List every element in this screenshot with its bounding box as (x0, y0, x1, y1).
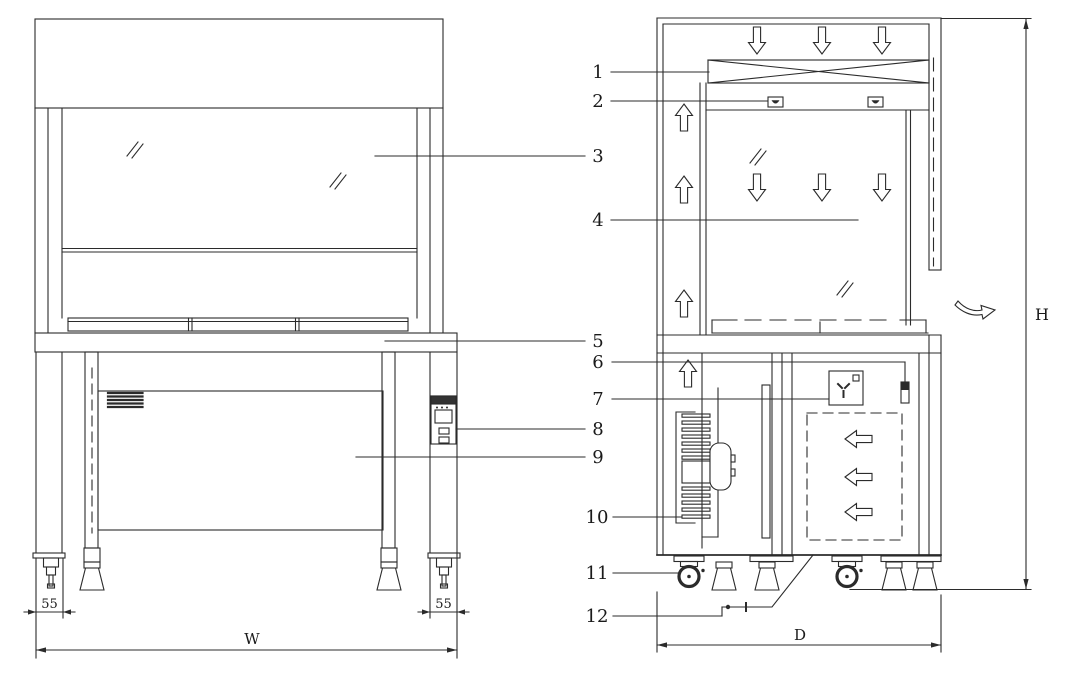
exhaust-filter-strip (761, 384, 771, 539)
lower-compartment (675, 352, 910, 556)
callout-1: 1 (592, 62, 710, 83)
callout-label-4: 4 (592, 210, 603, 231)
cabinet-columns (34, 107, 444, 334)
callout-label-7: 7 (592, 389, 603, 410)
dimension-d: D (656, 591, 942, 653)
cabinet-header (34, 18, 444, 109)
support-frame (32, 351, 461, 591)
airflow-down-arrow-icon (872, 26, 892, 55)
blower-bracket (675, 411, 696, 524)
callout-12: 12 (586, 606, 723, 627)
callout-2: 2 (592, 91, 768, 112)
airflow-arrows-up-channel (674, 103, 698, 388)
lamp-icon (767, 96, 784, 108)
callout-4: 4 (592, 210, 859, 231)
callout-label-10: 10 (586, 507, 609, 528)
airflow-up-arrow-icon (674, 103, 694, 132)
panel-display (434, 409, 453, 424)
callout-5: 5 (384, 331, 604, 352)
dimension-label-d: D (794, 626, 806, 644)
lamp-band (705, 96, 930, 111)
airflow-arrows-down-chamber (747, 173, 892, 202)
callout-label-12: 12 (586, 606, 609, 627)
airflow-arrows-left (844, 429, 873, 522)
callout-label-2: 2 (592, 91, 603, 112)
panel-button (438, 436, 450, 444)
airflow-up-arrow-icon (678, 359, 698, 388)
glass-symbol (836, 280, 854, 298)
table-beam (34, 332, 458, 353)
cone-foot-icon (881, 561, 907, 591)
callout-label-1: 1 (592, 62, 603, 83)
leveling-caster-icon (435, 557, 453, 589)
callout-9: 9 (355, 447, 604, 468)
cone-foot-icon (711, 561, 737, 591)
front-view: 55 55 W (23, 18, 470, 659)
callout-7: 7 (592, 389, 830, 410)
starter-component (900, 381, 910, 404)
work-deck (656, 334, 942, 354)
caster-wheel-icon (672, 554, 707, 589)
control-panel (430, 395, 457, 445)
callout-label-8: 8 (592, 419, 603, 440)
glass-symbol (749, 148, 767, 166)
cone-foot-icon (754, 561, 780, 591)
cone-foot-icon (376, 561, 402, 591)
dimension-label-55-left: 55 (41, 597, 58, 612)
airflow-left-arrow-icon (844, 502, 873, 522)
glass-symbol (126, 141, 144, 159)
dimension-h: H (849, 17, 1049, 591)
dimension-55-right: 55 (417, 557, 470, 619)
glass-sash (61, 141, 418, 253)
callout-11: 11 (586, 563, 679, 584)
panel-button (438, 427, 450, 435)
airflow-curve-arrow-icon (954, 300, 997, 320)
caster-wheel-icon (830, 554, 865, 589)
airflow-down-arrow-icon (747, 26, 767, 55)
casters-and-feet (672, 554, 942, 591)
hepa-filter (707, 59, 930, 84)
vent-grille-icon (106, 391, 146, 409)
dimension-label-h: H (1035, 305, 1049, 324)
dimension-label-55-right: 55 (435, 597, 452, 612)
callout-10: 10 (586, 507, 682, 528)
callout-label-11: 11 (586, 563, 609, 584)
callout-8: 8 (455, 419, 604, 440)
side-view: D H (656, 17, 1049, 653)
glass-symbol (329, 172, 347, 190)
power-socket-icon (828, 370, 864, 406)
dimension-w: W (35, 552, 458, 659)
airflow-down-arrow-icon (747, 173, 767, 202)
airflow-arrows-down-top (747, 26, 892, 55)
power-cord (721, 554, 814, 612)
callout-3: 3 (374, 146, 604, 167)
return-air-duct (806, 412, 903, 541)
dimension-55-left: 55 (23, 557, 76, 619)
callout-label-6: 6 (592, 352, 603, 373)
airflow-down-arrow-icon (812, 173, 832, 202)
blower-motor (681, 413, 736, 519)
cabinet-shell (656, 17, 942, 556)
callouts: 1 2 3 4 5 6 7 8 (355, 62, 906, 627)
airflow-left-arrow-icon (844, 467, 873, 487)
callout-6: 6 (592, 352, 906, 382)
airflow-up-arrow-icon (674, 289, 694, 318)
perforated-tray (711, 319, 929, 334)
airflow-up-arrow-icon (674, 175, 694, 204)
airflow-left-arrow-icon (844, 429, 873, 449)
front-panel (91, 367, 384, 534)
callout-label-3: 3 (592, 146, 603, 167)
callout-label-9: 9 (592, 447, 603, 468)
lamp-icon (867, 96, 884, 108)
airflow-down-arrow-icon (872, 173, 892, 202)
dimension-label-w: W (244, 630, 260, 648)
cone-foot-icon (79, 561, 105, 591)
callout-label-5: 5 (592, 331, 603, 352)
airflow-down-arrow-icon (812, 26, 832, 55)
cone-foot-icon (912, 561, 938, 591)
worktop (67, 317, 409, 332)
leveling-caster-icon (42, 557, 60, 589)
work-chamber (699, 82, 929, 336)
